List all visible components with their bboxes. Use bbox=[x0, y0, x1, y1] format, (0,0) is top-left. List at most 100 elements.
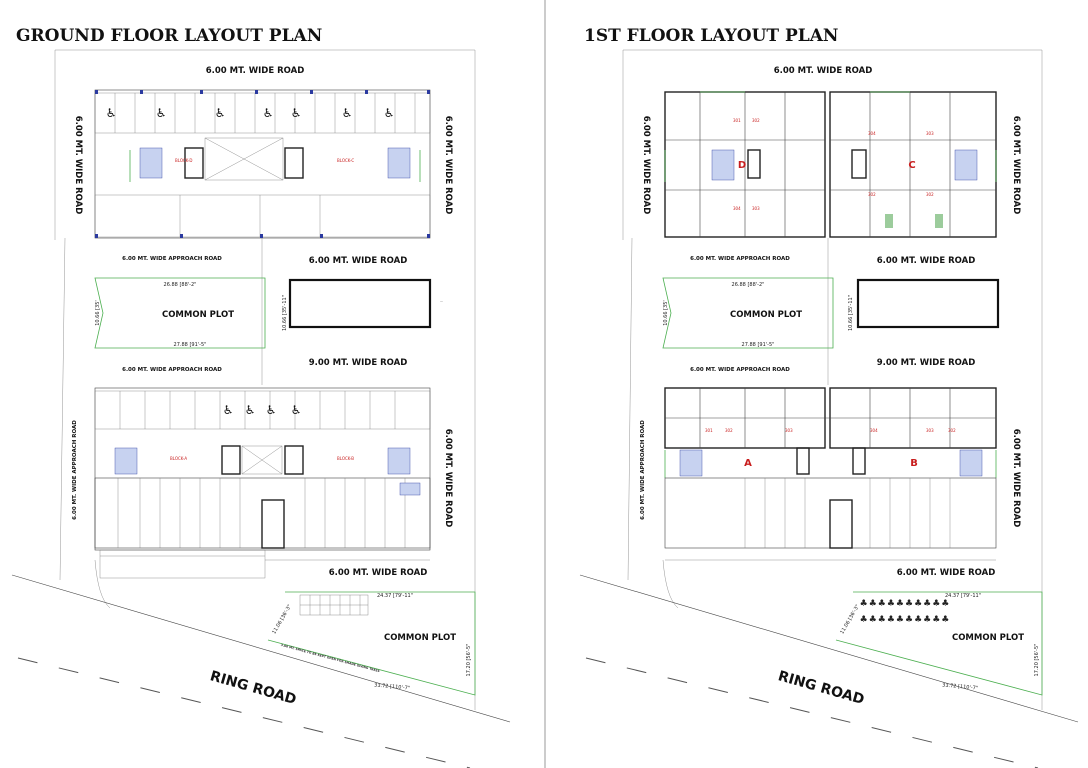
accessible-parking-icon: ♿ bbox=[215, 106, 226, 120]
accessible-parking-icon: ♿ bbox=[223, 403, 234, 417]
flat-label: 302 bbox=[752, 118, 760, 123]
dim-left: 10.66 [35' bbox=[95, 300, 101, 326]
lift-core bbox=[284, 147, 304, 179]
staircase bbox=[954, 149, 978, 181]
curved-boundary bbox=[94, 559, 111, 609]
site-boundary bbox=[55, 49, 476, 710]
lower-flats-block: A B 301 302 303 304 303 302 bbox=[664, 387, 997, 549]
flat-label: 304 bbox=[733, 206, 741, 211]
dim-plot-left: 11.06 [36'-3" bbox=[271, 604, 293, 635]
ring-road: RING ROAD bbox=[579, 574, 1079, 768]
dim-plot-right: 17.20 [56'-5" bbox=[466, 644, 472, 677]
flat-label: 301 bbox=[705, 428, 713, 433]
block-a-label: A bbox=[744, 458, 752, 469]
dim-top: 26.88 [88'-2" bbox=[164, 282, 197, 288]
road-label-top: 6.00 MT. WIDE ROAD bbox=[206, 66, 305, 76]
dim-plot-top: 24.37 [79'-11" bbox=[377, 593, 413, 599]
common-plot-label: COMMON PLOT bbox=[162, 310, 234, 320]
road-label-right-upper: 6.00 MT. WIDE ROAD bbox=[1011, 116, 1021, 215]
dim-plot-left: 11.06 [36'-3" bbox=[839, 604, 861, 635]
parking-strip-lower bbox=[299, 594, 369, 616]
lift-core bbox=[284, 445, 304, 475]
lift-core bbox=[184, 147, 204, 179]
flat-label: 302 bbox=[868, 192, 876, 197]
first-floor-title: 1ST FLOOR LAYOUT PLAN bbox=[584, 26, 838, 46]
accessible-parking-icon: ♿ bbox=[266, 403, 277, 417]
ground-floor-title: GROUND FLOOR LAYOUT PLAN bbox=[16, 26, 322, 46]
curved-boundary bbox=[662, 559, 679, 609]
staircase bbox=[711, 149, 735, 181]
central-stair-core bbox=[829, 499, 853, 549]
block-entry-label: BLOCK-B bbox=[337, 456, 354, 461]
road-label-mid-lower: 9.00 MT. WIDE ROAD bbox=[877, 358, 976, 368]
lift-core bbox=[796, 447, 810, 475]
plot-rectangle bbox=[856, 278, 1000, 329]
ring-road-label: RING ROAD bbox=[208, 668, 298, 708]
common-plot-label: COMMON PLOT bbox=[730, 310, 802, 320]
ground-floor-plan: GROUND FLOOR LAYOUT PLAN 6.00 MT. WIDE R… bbox=[11, 26, 511, 768]
flat-label: 303 bbox=[785, 428, 793, 433]
accessible-parking-icon: ♿ bbox=[156, 106, 167, 120]
lift-core bbox=[852, 447, 866, 475]
road-label-bottom: 6.00 MT. WIDE ROAD bbox=[897, 568, 996, 578]
flat-label: 302 bbox=[725, 428, 733, 433]
common-plot-2-area: COMMON PLOT 24.37 [79'-11" 11.06 [36'-3"… bbox=[267, 591, 476, 696]
site-boundary-left-lower bbox=[59, 237, 66, 581]
road-label-mid-upper: 6.00 MT. WIDE ROAD bbox=[877, 256, 976, 266]
block-entry-label: BLOCK-C bbox=[337, 158, 354, 163]
dim-right: 10.66 [35'-11" bbox=[848, 295, 854, 331]
road-label-left: 6.00 MT. WIDE ROAD bbox=[641, 116, 651, 215]
common-plot-2-label: COMMON PLOT bbox=[384, 633, 456, 643]
flat-label: 302 bbox=[948, 428, 956, 433]
dim-top: 26.88 [88'-2" bbox=[732, 282, 765, 288]
accessible-parking-icon: ♿ bbox=[342, 106, 353, 120]
first-floor-plan: 1ST FLOOR LAYOUT PLAN 6.00 MT. WIDE ROAD… bbox=[579, 26, 1079, 768]
dim-bottom: 27.88 [91'-5" bbox=[174, 342, 207, 348]
staircase bbox=[399, 482, 421, 496]
accessible-parking-icon: ♿ bbox=[245, 403, 256, 417]
block-entry-label: BLOCK-D bbox=[175, 158, 193, 163]
approach-road-label-lower: 6.00 MT. WIDE APPROACH ROAD bbox=[690, 367, 790, 373]
ring-road: RING ROAD bbox=[11, 574, 511, 768]
road-label-right-lower: 6.00 MT. WIDE ROAD bbox=[1011, 429, 1021, 528]
upper-flats-block: D C 301 302 304 303 304 303 302 302 bbox=[664, 91, 997, 238]
accessible-parking-icon: ♿ bbox=[291, 403, 302, 417]
flat-label: 301 bbox=[733, 118, 741, 123]
balcony bbox=[885, 214, 893, 228]
approach-road-label-left: 6.00 MT. WIDE APPROACH ROAD bbox=[72, 420, 78, 520]
common-plot-area: COMMON PLOT 26.88 [88'-2" 27.88 [91'-5" … bbox=[94, 277, 288, 349]
approach-road-label-left: 6.00 MT. WIDE APPROACH ROAD bbox=[640, 420, 646, 520]
staircase bbox=[387, 147, 411, 179]
road-label-bottom: 6.00 MT. WIDE ROAD bbox=[329, 568, 428, 578]
staircase bbox=[114, 447, 138, 475]
site-boundary bbox=[623, 49, 1043, 710]
flat-label: 304 bbox=[868, 131, 876, 136]
central-stair-core bbox=[261, 499, 285, 549]
dim-left: 10.66 [35' bbox=[663, 300, 669, 326]
tree-symbols-row: ♣♣♣♣♣♣♣♣♣♣ bbox=[860, 599, 951, 609]
upper-building-block: ♿ ♿ ♿ ♿ ♿ ♿ ♿ BLOCK-D BLOCK-C bbox=[94, 89, 431, 239]
block-b-label: B bbox=[910, 458, 918, 469]
tree-symbols-row: ♣♣♣♣♣♣♣♣♣♣ bbox=[860, 615, 951, 625]
lift-core bbox=[747, 149, 761, 179]
common-plot-2-label: COMMON PLOT bbox=[952, 633, 1024, 643]
plot-rectangle bbox=[288, 278, 432, 329]
accessible-parking-icon: ♿ bbox=[384, 106, 395, 120]
approach-road-label-upper: 6.00 MT. WIDE APPROACH ROAD bbox=[122, 256, 222, 262]
staircase bbox=[387, 447, 411, 475]
plot-note: — bbox=[440, 299, 443, 303]
staircase bbox=[679, 449, 703, 477]
lift-core bbox=[851, 149, 867, 179]
accessible-parking-icon: ♿ bbox=[291, 106, 302, 120]
staircase bbox=[139, 147, 163, 179]
dim-right: 10.66 [35'-11" bbox=[282, 295, 288, 331]
flat-label: 303 bbox=[926, 428, 934, 433]
parking-bays-top bbox=[94, 92, 431, 134]
road-label-left: 6.00 MT. WIDE ROAD bbox=[73, 116, 83, 215]
lift-core bbox=[221, 445, 241, 475]
block-c-label: C bbox=[908, 160, 915, 171]
dim-bottom: 27.88 [91'-5" bbox=[742, 342, 775, 348]
accessible-parking-icon: ♿ bbox=[263, 106, 274, 120]
road-label-mid-upper: 6.00 MT. WIDE ROAD bbox=[309, 256, 408, 266]
